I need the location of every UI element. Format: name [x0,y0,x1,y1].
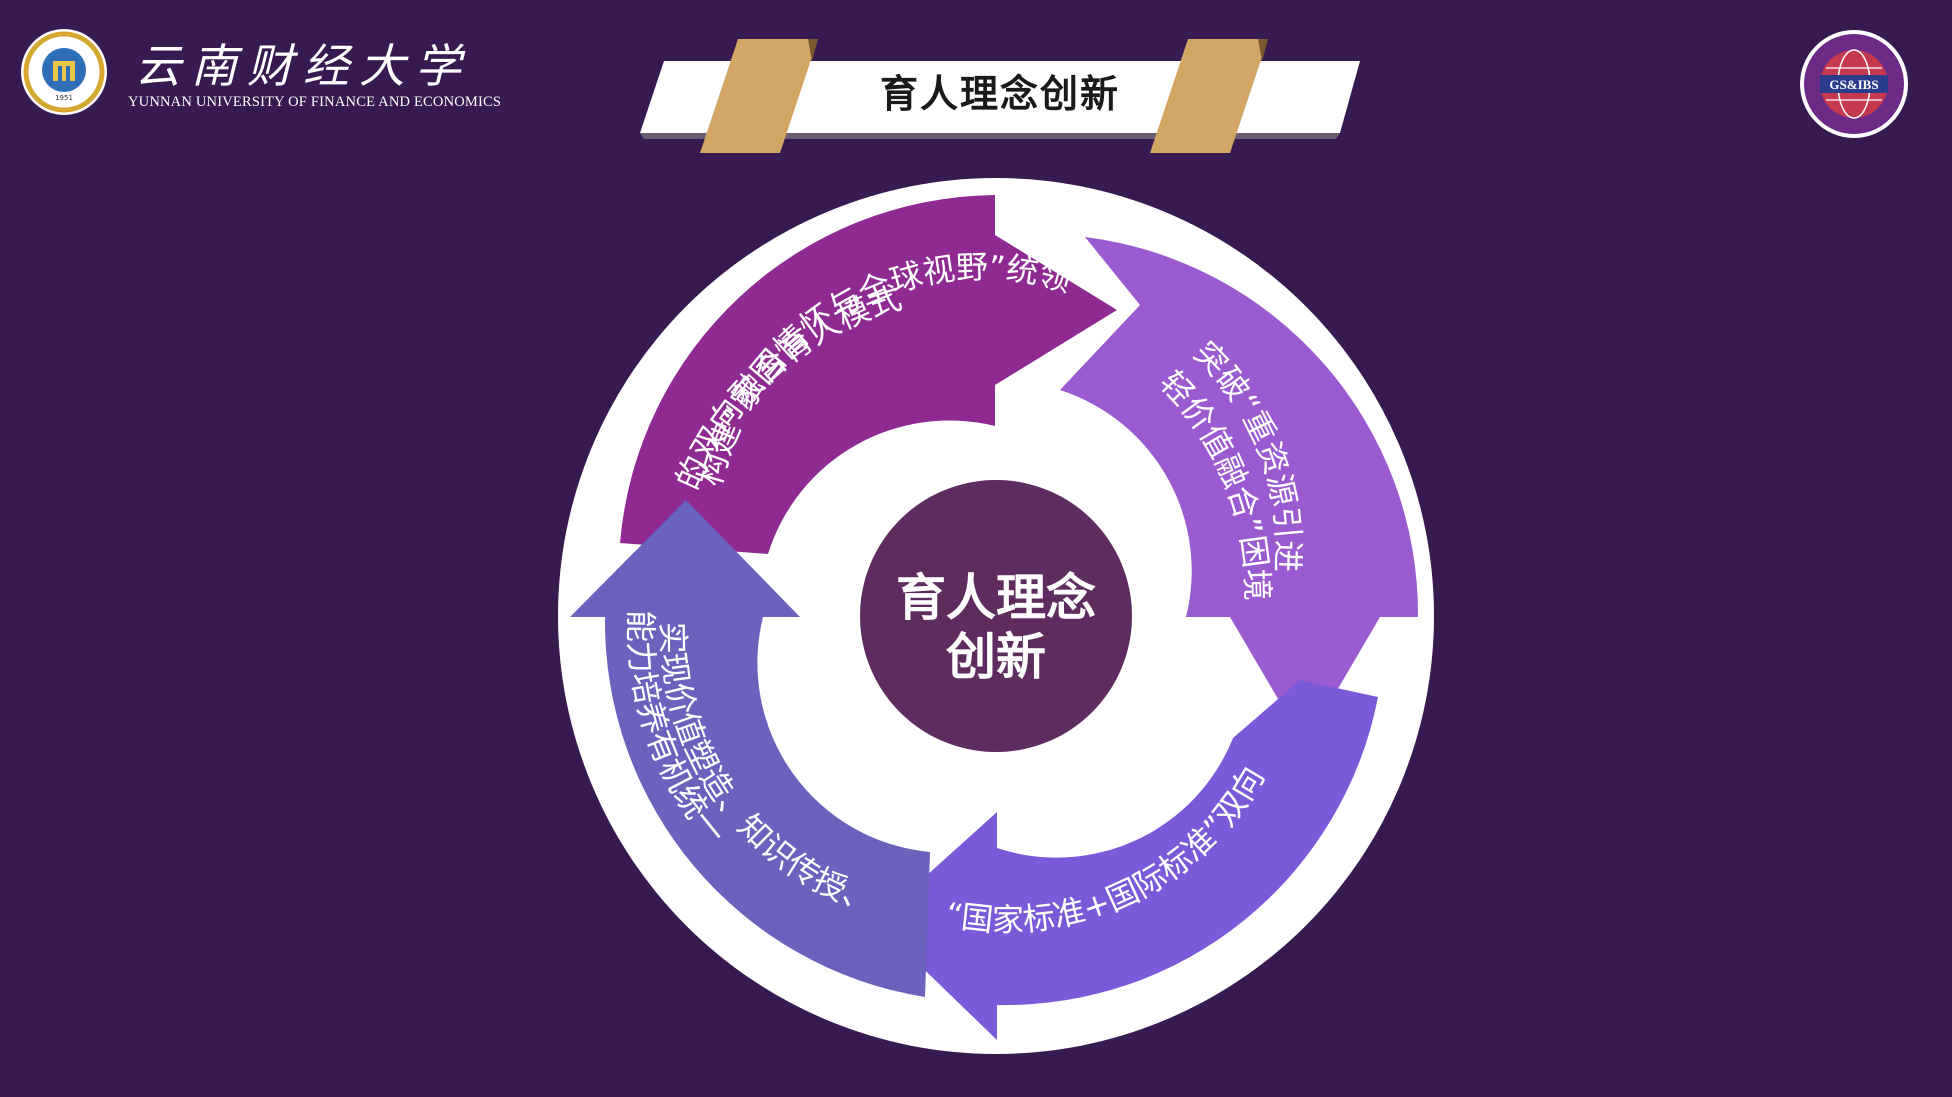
university-name-en: YUNNAN UNIVERSITY OF FINANCE AND ECONOMI… [128,94,502,110]
university-seal-icon: 1951 [21,29,107,115]
page-title: 育人理念创新 [879,72,1120,116]
center-label-line1: 育人理念 [896,569,1096,627]
cycle-arrow-3 [875,680,1378,1040]
ribbon-right [1150,39,1268,153]
center-label-line2: 创新 [946,628,1046,686]
gs-ibs-logo: GS&IBS [1800,30,1908,138]
partner-logo-text: GS&IBS [1829,77,1878,92]
title-banner [640,39,1360,153]
seal-year: 1951 [55,94,73,102]
cycle-arrow-4 [570,500,930,997]
university-name-cn: 云南财经大学 [135,39,471,93]
center-circle [860,480,1132,752]
university-logo: 1951 云南财经大学 YUNNAN UNIVERSITY OF FINANCE… [20,24,501,124]
cycle-arrow-2 [1060,237,1419,745]
ribbon-left [700,39,818,153]
cycle-arrow-1 [620,195,1117,554]
